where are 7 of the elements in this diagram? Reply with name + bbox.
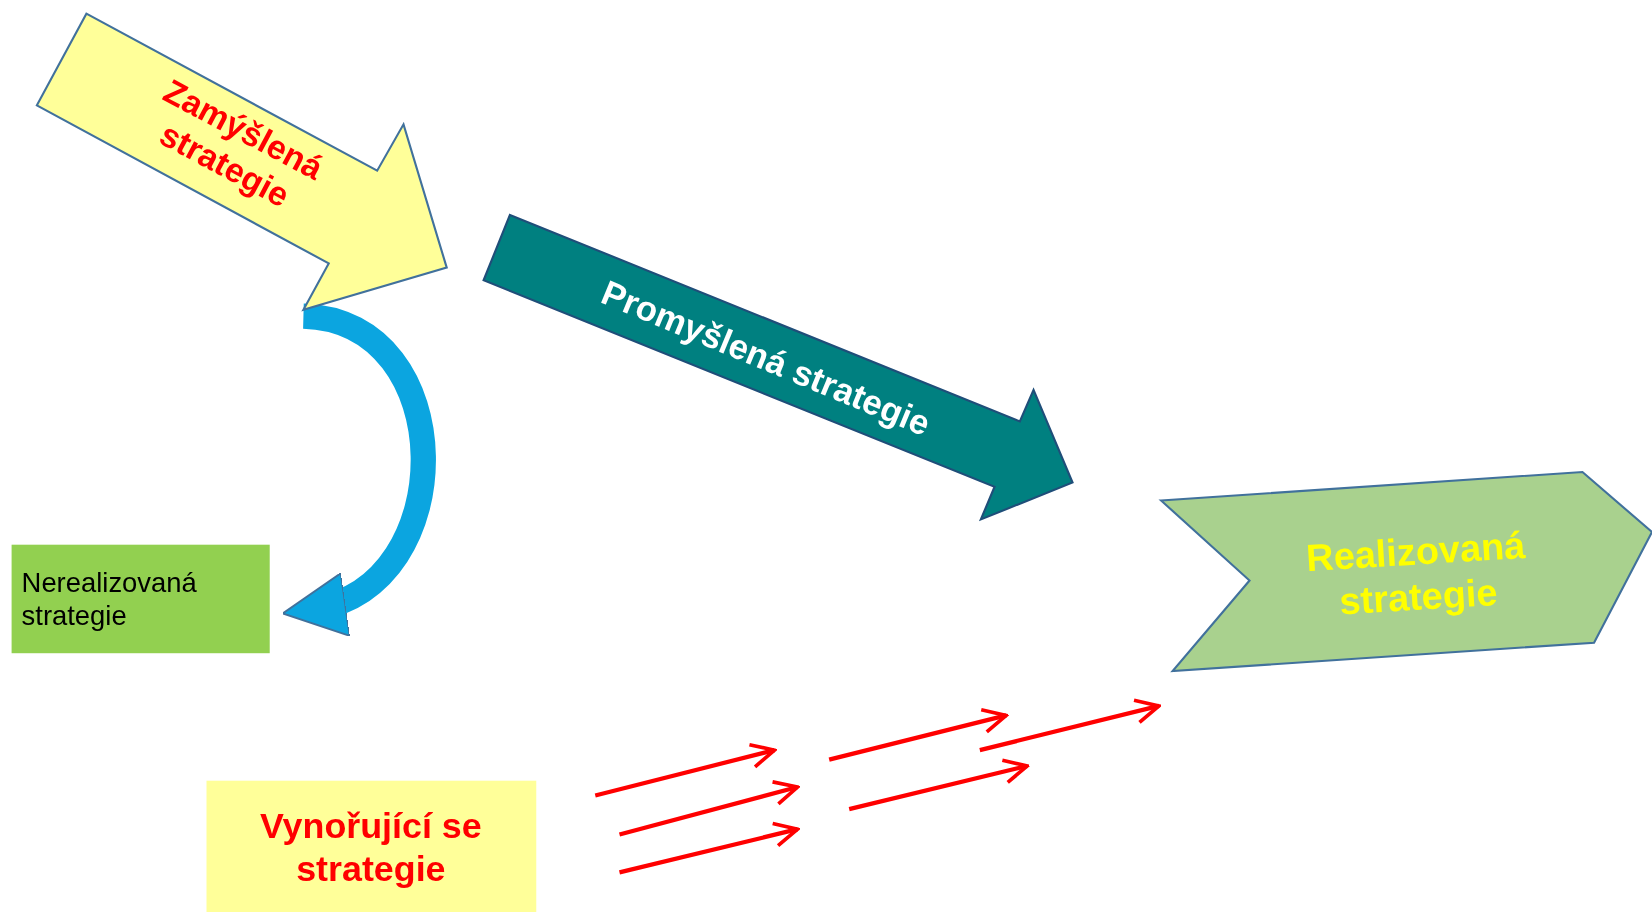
shape-label: Realizovaná strategie [1303,522,1528,626]
shape-label: Vynořující se strategie [259,804,483,891]
arrow-shape [36,13,447,310]
arrow-shape [483,214,1073,520]
shape-label: Nerealizovaná strategie [21,566,198,633]
rectangle-shape [11,544,270,654]
chevron-shape [1161,472,1652,672]
